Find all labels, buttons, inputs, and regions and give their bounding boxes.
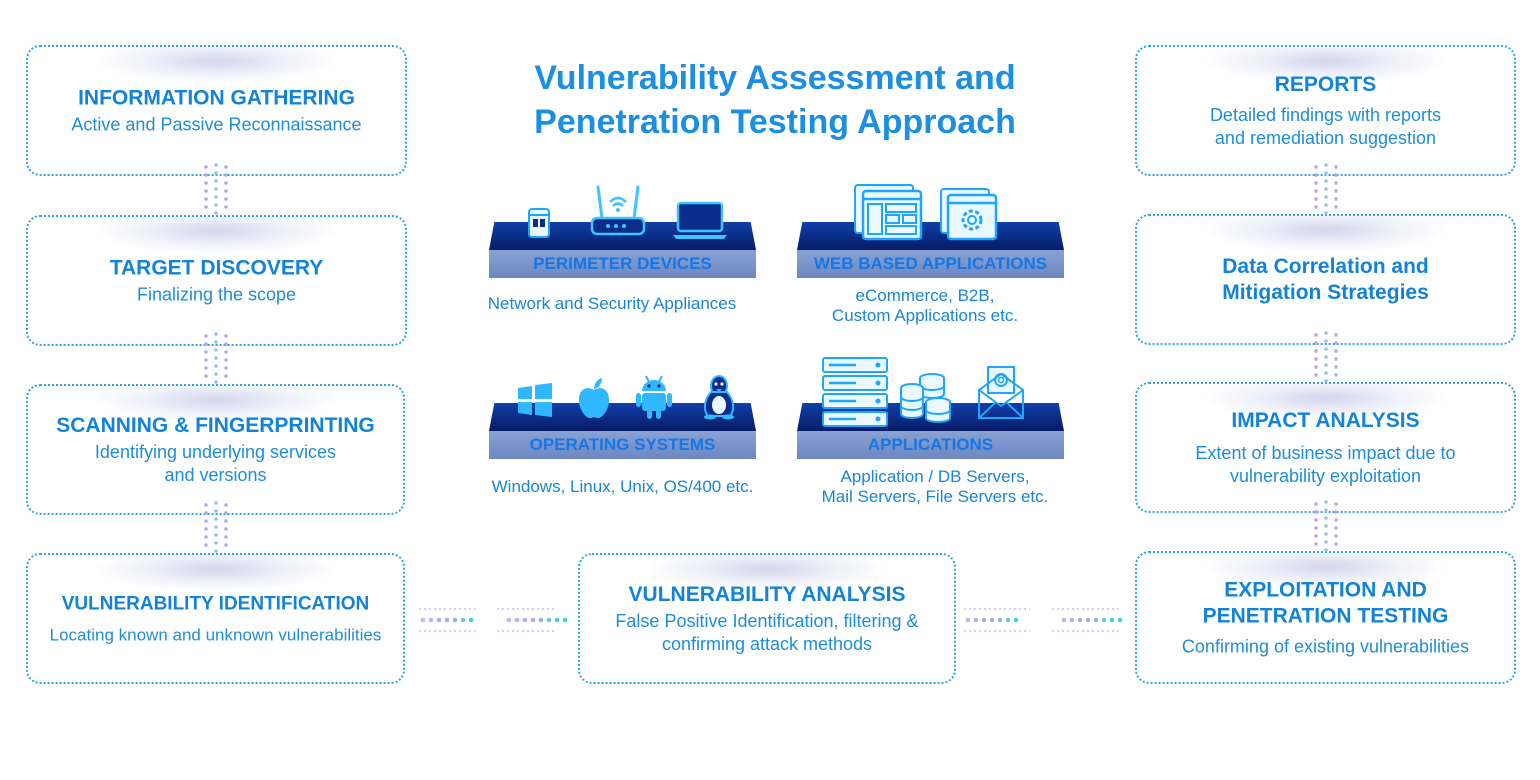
step-vulnerability-identification: VULNERABILITY IDENTIFICATION Locating kn… bbox=[26, 553, 405, 684]
step-reports: REPORTS Detailed findings with reports a… bbox=[1135, 45, 1516, 176]
step-title: INFORMATION GATHERING bbox=[78, 86, 355, 109]
mail-icon bbox=[978, 366, 1024, 419]
step-vulnerability-analysis: VULNERABILITY ANALYSIS False Positive Id… bbox=[578, 553, 956, 684]
title-line-1: Vulnerability Assessment and bbox=[534, 59, 1016, 97]
step-description: Active and Passive Reconnaissance bbox=[71, 114, 362, 134]
windows-icon bbox=[518, 383, 552, 417]
connector-vertical bbox=[1314, 331, 1338, 383]
platform-description: Windows, Linux, Unix, OS/400 etc. bbox=[480, 477, 765, 497]
connector-horizontal bbox=[964, 608, 1123, 632]
title-line-2: Penetration Testing Approach bbox=[534, 103, 1016, 141]
description-line-1: Windows, Linux, Unix, OS/400 etc. bbox=[491, 477, 754, 496]
step-title: IMPACT ANALYSIS bbox=[1231, 408, 1420, 432]
connector-vertical bbox=[204, 332, 228, 384]
platform-label: APPLICATIONS bbox=[797, 431, 1064, 459]
step-information-gathering: INFORMATION GATHERING Active and Passive… bbox=[26, 45, 407, 176]
apple-icon bbox=[579, 378, 609, 419]
web-layout-icon bbox=[854, 184, 923, 241]
step-description-line-1: Extent of business impact due to bbox=[1195, 442, 1456, 463]
description-line-2: Mail Servers, File Servers etc. bbox=[821, 487, 1049, 506]
step-description: Finalizing the scope bbox=[136, 284, 297, 304]
step-target-discovery: TARGET DISCOVERY Finalizing the scope bbox=[26, 215, 407, 346]
step-description-line-2: vulnerability exploitation bbox=[1229, 465, 1422, 486]
step-title: TARGET DISCOVERY bbox=[109, 256, 324, 279]
database-icon bbox=[900, 373, 951, 423]
platform-description: Application / DB Servers, Mail Servers, … bbox=[795, 467, 1075, 507]
diagram-title: Vulnerability Assessment and Penetration… bbox=[470, 56, 1080, 144]
step-impact-analysis: IMPACT ANALYSIS Extent of business impac… bbox=[1135, 382, 1516, 513]
connector-vertical bbox=[204, 163, 228, 215]
connector-vertical bbox=[1314, 500, 1338, 552]
step-description: Confirming of existing vulnerabilities bbox=[1181, 636, 1470, 656]
step-description-line-1: Identifying underlying services bbox=[94, 441, 337, 462]
step-title: SCANNING & FINGERPRINTING bbox=[56, 413, 375, 437]
platform-description: eCommerce, B2B, Custom Applications etc. bbox=[790, 286, 1060, 326]
step-description-line-2: confirming attack methods bbox=[661, 633, 873, 654]
connector-horizontal bbox=[419, 608, 568, 632]
platform-description: Network and Security Appliances bbox=[470, 294, 754, 314]
firewall-icon bbox=[528, 208, 550, 238]
description-line-1: Network and Security Appliances bbox=[487, 294, 737, 313]
step-description-line-2: and versions bbox=[164, 464, 267, 485]
step-title-line-1: EXPLOITATION AND bbox=[1224, 578, 1427, 601]
laptop-icon bbox=[673, 201, 727, 239]
step-title: VULNERABILITY ANALYSIS bbox=[628, 582, 906, 606]
platform-label: OPERATING SYSTEMS bbox=[489, 431, 756, 459]
step-description-line-1: Detailed findings with reports bbox=[1209, 104, 1442, 125]
step-description-line-2: and remediation suggestion bbox=[1214, 127, 1437, 148]
description-line-2: Custom Applications etc. bbox=[831, 306, 1019, 325]
router-icon bbox=[590, 185, 646, 236]
step-description: Locating known and unknown vulnerabiliti… bbox=[49, 625, 382, 644]
platform-perimeter-devices: PERIMETER DEVICES bbox=[489, 222, 756, 278]
step-description-line-1: False Positive Identification, filtering… bbox=[615, 610, 919, 631]
linux-icon bbox=[703, 375, 735, 420]
step-exploitation-penetration-testing: EXPLOITATION AND PENETRATION TESTING Con… bbox=[1135, 551, 1516, 684]
android-icon bbox=[636, 375, 672, 419]
step-title: REPORTS bbox=[1274, 72, 1377, 96]
step-scanning-fingerprinting: SCANNING & FINGERPRINTING Identifying un… bbox=[26, 384, 405, 515]
description-line-1: Application / DB Servers, bbox=[840, 467, 1030, 486]
platform-web-based-applications: WEB BASED APPLICATIONS bbox=[797, 222, 1064, 278]
step-title-line-2: PENETRATION TESTING bbox=[1202, 604, 1449, 627]
description-line-1: eCommerce, B2B, bbox=[855, 286, 995, 305]
platform-label: WEB BASED APPLICATIONS bbox=[797, 250, 1064, 278]
web-settings-icon bbox=[940, 188, 998, 241]
step-data-correlation: Data Correlation and Mitigation Strategi… bbox=[1135, 214, 1516, 345]
step-title-line-1: Data Correlation and bbox=[1222, 254, 1429, 278]
step-title-line-2: Mitigation Strategies bbox=[1222, 280, 1429, 304]
connector-vertical bbox=[1314, 163, 1338, 215]
platform-label: PERIMETER DEVICES bbox=[489, 250, 756, 278]
connector-vertical bbox=[204, 501, 228, 553]
server-icon bbox=[822, 357, 888, 427]
step-title: VULNERABILITY IDENTIFICATION bbox=[61, 593, 370, 614]
